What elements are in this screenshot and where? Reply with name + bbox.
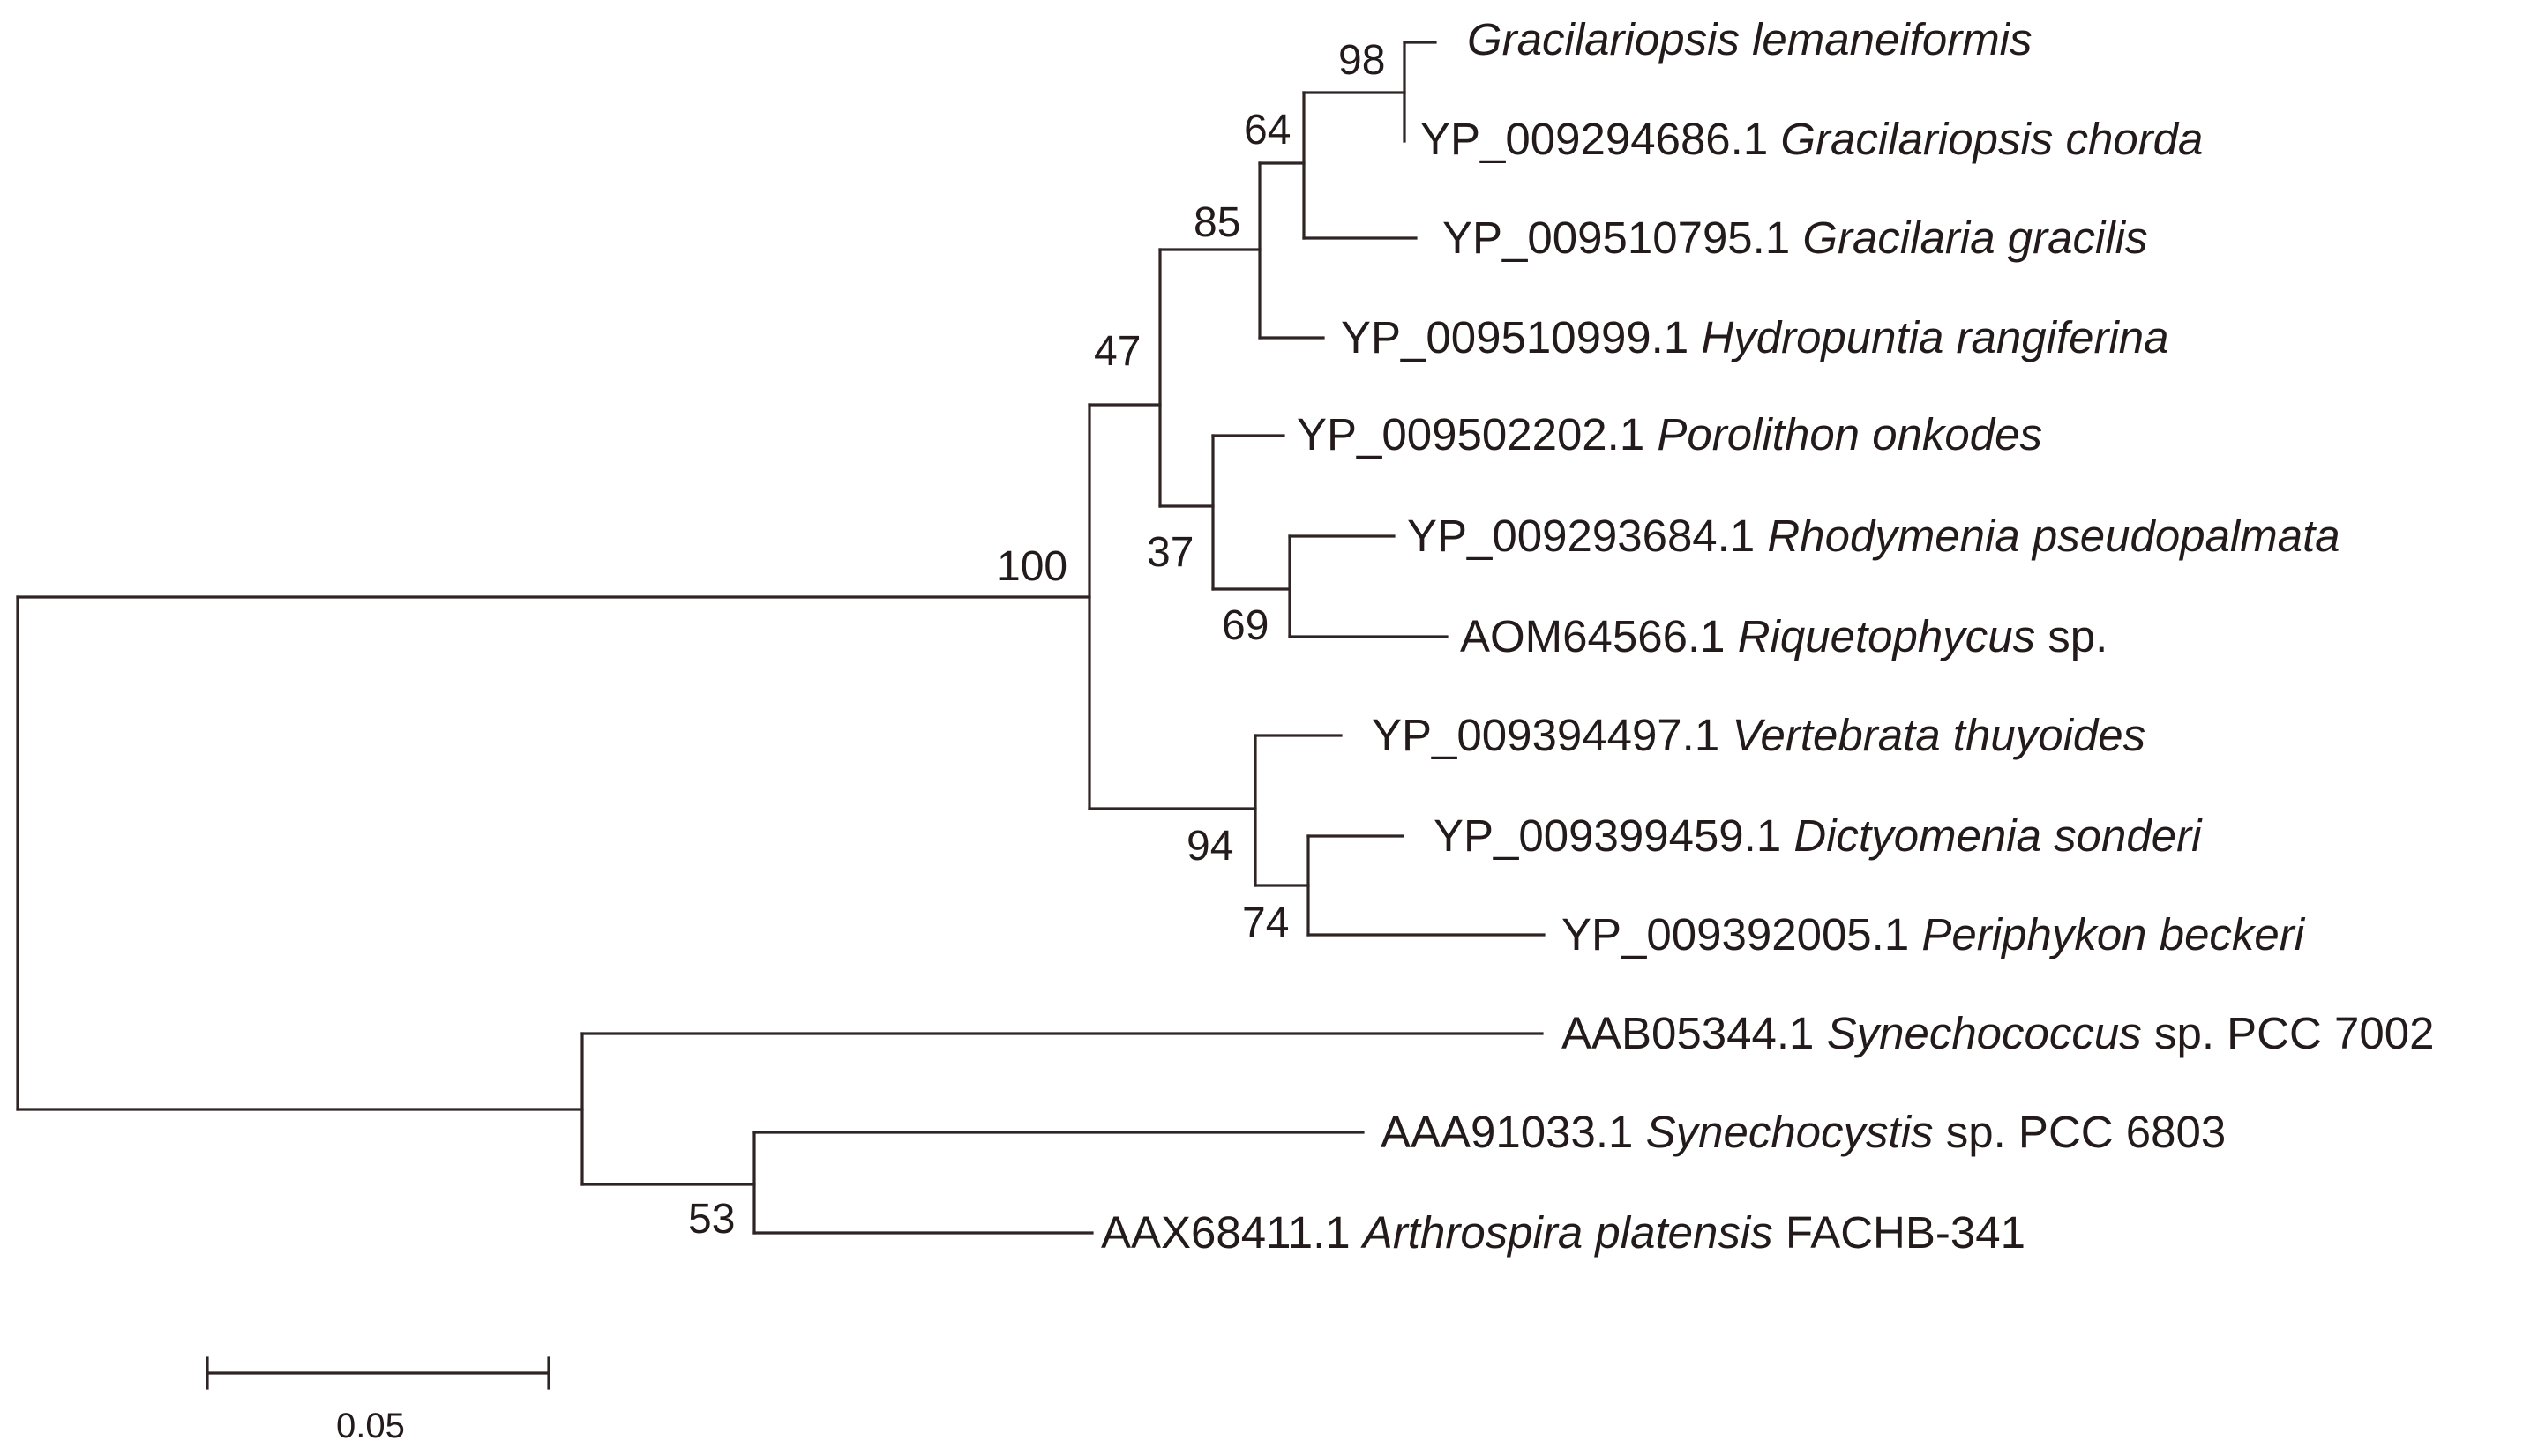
tip-label: YP_009294686.1 Gracilariopsis chorda (1420, 114, 2203, 164)
tree-branches (16, 41, 1546, 1235)
tip-label: YP_009394497.1 Vertebrata thuyoides (1372, 710, 2145, 760)
bootstrap-label: 47 (1094, 328, 1141, 375)
tip-label: AOM64566.1 Riquetophycus sp. (1460, 611, 2108, 661)
scale-bar: 0.05 (206, 1356, 550, 1445)
tip-label: Gracilariopsis lemaneiformis (1467, 14, 2033, 64)
tip-label: YP_009510795.1 Gracilaria gracilis (1442, 213, 2147, 263)
tip-label: YP_009510999.1 Hydropuntia rangiferina (1341, 312, 2169, 362)
tip-label: AAX68411.1 Arthrospira platensis FACHB-3… (1101, 1207, 2025, 1258)
bootstrap-values: 98 64 85 47 100 37 69 94 74 53 (688, 37, 1385, 1243)
bootstrap-label: 37 (1147, 529, 1194, 576)
scale-bar-label: 0.05 (336, 1407, 405, 1445)
bootstrap-label: 94 (1187, 823, 1233, 870)
tip-label: YP_009399459.1 Dictyomenia sonderi (1434, 810, 2203, 861)
tip-label: AAA91033.1 Synechocystis sp. PCC 6803 (1381, 1107, 2226, 1157)
bootstrap-label: 85 (1194, 199, 1240, 246)
tip-label: YP_009392005.1 Periphykon beckeri (1561, 909, 2306, 959)
tip-labels: Gracilariopsis lemaneiformis YP_00929468… (1101, 14, 2434, 1258)
bootstrap-label: 64 (1244, 107, 1291, 153)
bootstrap-label: 69 (1222, 602, 1269, 649)
tip-label: YP_009293684.1 Rhodymenia pseudopalmata (1407, 511, 2340, 561)
bootstrap-label: 98 (1338, 37, 1385, 84)
bootstrap-label: 100 (997, 543, 1067, 590)
bootstrap-label: 53 (688, 1196, 735, 1243)
tip-label: YP_009502202.1 Porolithon onkodes (1297, 409, 2042, 459)
bootstrap-label: 74 (1242, 900, 1289, 946)
tip-label: AAB05344.1 Synechococcus sp. PCC 7002 (1561, 1008, 2434, 1058)
